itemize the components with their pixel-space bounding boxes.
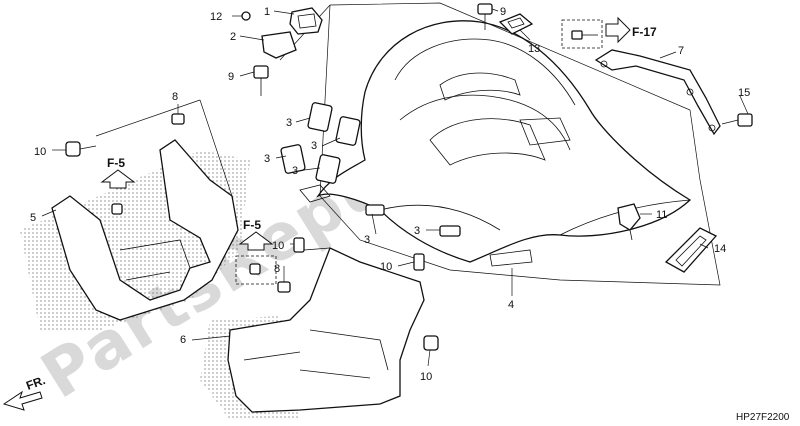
bolt-part-12 bbox=[241, 11, 251, 21]
part-label-10: 10 bbox=[380, 261, 392, 273]
f17-arrow-icon bbox=[605, 16, 631, 44]
part-label-1: 1 bbox=[264, 6, 270, 18]
part-label-11: 11 bbox=[656, 209, 667, 221]
assembly-outline bbox=[319, 2, 721, 286]
drawing-code: HP27F2200 bbox=[736, 412, 790, 423]
part-label-9: 9 bbox=[500, 6, 506, 18]
mud-guard-left-part-5 bbox=[20, 139, 250, 330]
bolt-part-8-upper bbox=[171, 113, 185, 125]
ref-f17: F-17 bbox=[632, 25, 657, 39]
ref-f5-left: F-5 bbox=[107, 156, 125, 170]
ref-f5-mid: F-5 bbox=[243, 218, 261, 232]
part-label-13: 13 bbox=[528, 43, 540, 55]
bolt-part-10-lower bbox=[423, 335, 439, 351]
bolt-part-8-lower bbox=[277, 281, 291, 293]
part-label-15: 15 bbox=[738, 87, 750, 99]
part-label-3: 3 bbox=[286, 117, 292, 129]
part-label-4: 4 bbox=[508, 299, 514, 311]
cover-part-2 bbox=[261, 31, 297, 59]
bolt-part-10-mid bbox=[293, 237, 305, 253]
part-label-10: 10 bbox=[272, 240, 284, 252]
part-label-3: 3 bbox=[364, 234, 370, 246]
part-label-3: 3 bbox=[264, 153, 270, 165]
f5-mid-arrow-icon bbox=[238, 231, 274, 251]
part-label-6: 6 bbox=[180, 334, 186, 346]
part-label-9: 9 bbox=[228, 71, 234, 83]
leader-lines bbox=[41, 8, 749, 367]
part-label-8: 8 bbox=[172, 91, 178, 103]
strap-part-14 bbox=[664, 227, 718, 273]
rubber-block-parts bbox=[280, 102, 461, 237]
clip-part-11 bbox=[617, 203, 641, 241]
part-label-3: 3 bbox=[311, 140, 317, 152]
grab-bar-part-7 bbox=[594, 49, 721, 136]
f5-left-arrow-icon bbox=[100, 169, 136, 189]
part-label-12: 12 bbox=[210, 11, 222, 23]
strap-part-13 bbox=[498, 13, 534, 35]
mud-guard-lower-part-6 bbox=[200, 247, 425, 420]
front-direction-arrow-icon bbox=[2, 390, 43, 411]
bolt-part-15 bbox=[721, 113, 753, 127]
part-label-8: 8 bbox=[274, 263, 280, 275]
part-label-10: 10 bbox=[420, 371, 432, 383]
bolt-part-10-upper-left bbox=[65, 141, 97, 157]
bolt-part-10-center bbox=[413, 253, 425, 271]
part-label-7: 7 bbox=[678, 45, 684, 57]
bolt-in-f5-box bbox=[235, 255, 277, 285]
part-label-3: 3 bbox=[414, 225, 420, 237]
part-label-2: 2 bbox=[230, 31, 236, 43]
bolt-part-9-left bbox=[253, 65, 269, 96]
part-label-10: 10 bbox=[34, 146, 46, 158]
part-label-5: 5 bbox=[30, 212, 36, 224]
front-label: FR. bbox=[24, 373, 47, 393]
part-label-14: 14 bbox=[714, 243, 726, 255]
bolt-f17 bbox=[561, 19, 603, 49]
bracket-part-1 bbox=[289, 7, 323, 35]
bolt-in-f5-left-box bbox=[111, 203, 123, 215]
part-label-3: 3 bbox=[292, 165, 298, 177]
